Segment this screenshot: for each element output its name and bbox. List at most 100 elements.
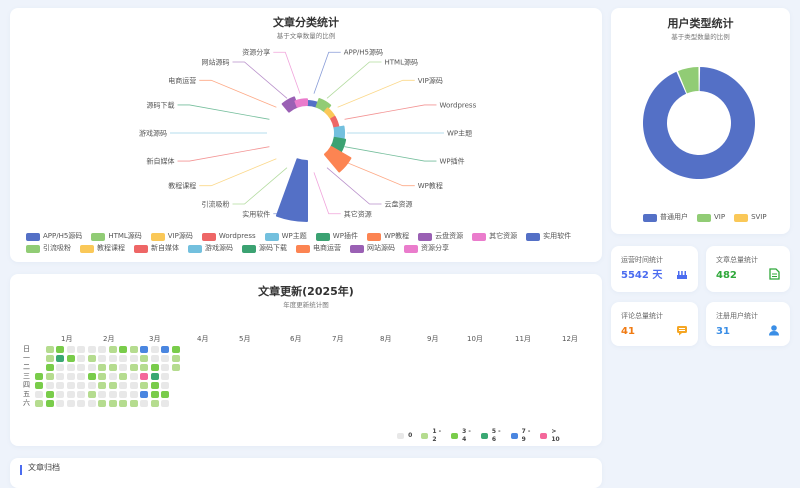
rose-sector[interactable] xyxy=(281,96,299,113)
heatmap-cell[interactable] xyxy=(171,346,180,353)
heatmap-cell[interactable] xyxy=(66,355,75,362)
heatmap-cell[interactable] xyxy=(66,364,75,371)
legend-item[interactable]: 普通用户 xyxy=(643,213,688,222)
legend-item[interactable]: 新自媒体 xyxy=(134,244,179,253)
heatmap-cell[interactable] xyxy=(171,355,180,362)
heatmap-cell[interactable] xyxy=(150,382,159,389)
heatmap-cell[interactable] xyxy=(66,346,75,353)
heatmap-cell[interactable] xyxy=(98,382,106,389)
heatmap-cell[interactable] xyxy=(140,382,148,389)
heatmap-cell[interactable] xyxy=(150,346,159,353)
heatmap-cell[interactable] xyxy=(35,382,43,389)
heatmap-cell[interactable] xyxy=(119,346,127,353)
legend-item[interactable]: 游戏源码 xyxy=(188,244,233,253)
legend-item[interactable]: SVIP xyxy=(734,213,767,222)
heatmap-cell[interactable] xyxy=(87,364,96,371)
heatmap-cell[interactable] xyxy=(129,346,138,353)
heatmap-cell[interactable] xyxy=(150,364,159,371)
heatmap-cell[interactable] xyxy=(108,400,117,407)
heatmap-cell[interactable] xyxy=(161,355,169,362)
rose-sector[interactable] xyxy=(323,146,352,173)
heatmap-cell[interactable] xyxy=(108,373,117,380)
heatmap-cell[interactable] xyxy=(45,382,54,389)
heatmap-cell[interactable] xyxy=(45,400,54,407)
legend-item[interactable]: APP/H5源码 xyxy=(26,232,82,241)
rose-sector[interactable] xyxy=(275,158,308,222)
heatmap-cell[interactable] xyxy=(150,400,159,407)
heatmap-cell[interactable] xyxy=(66,391,75,398)
heatmap-cell[interactable] xyxy=(129,373,138,380)
heatmap-cell[interactable] xyxy=(56,373,64,380)
legend-item[interactable]: 云盘资源 xyxy=(418,232,463,241)
heatmap-cell[interactable] xyxy=(150,391,159,398)
heatmap-cell[interactable] xyxy=(140,346,148,353)
heatmap-cell[interactable] xyxy=(77,355,85,362)
legend-item[interactable]: 电商运营 xyxy=(296,244,341,253)
heatmap-cell[interactable] xyxy=(161,391,169,398)
heatmap-cell[interactable] xyxy=(77,364,85,371)
heatmap-cell[interactable] xyxy=(45,346,54,353)
heatmap-cell[interactable] xyxy=(129,400,138,407)
heatmap-cell[interactable] xyxy=(161,364,169,371)
legend-item[interactable]: VIP源码 xyxy=(150,232,193,241)
heatmap-cell[interactable] xyxy=(150,373,159,380)
legend-item[interactable]: 源码下载 xyxy=(242,244,287,253)
legend-item[interactable]: WP教程 xyxy=(366,232,409,241)
legend-item[interactable]: WP插件 xyxy=(315,232,358,241)
heatmap-cell[interactable] xyxy=(56,346,64,353)
heatmap-cell[interactable] xyxy=(87,373,96,380)
heatmap-cell[interactable] xyxy=(161,400,169,407)
heatmap-cell[interactable] xyxy=(108,382,117,389)
heatmap-cell[interactable] xyxy=(87,355,96,362)
heatmap-cell[interactable] xyxy=(119,391,127,398)
donut-slice[interactable] xyxy=(643,67,755,180)
legend-item[interactable]: 资源分享 xyxy=(404,244,449,253)
heatmap-cell[interactable] xyxy=(45,364,54,371)
legend-item[interactable]: HTML源码 xyxy=(91,232,142,241)
heatmap-cell[interactable] xyxy=(77,346,85,353)
heatmap-cell[interactable] xyxy=(77,400,85,407)
heatmap-cell[interactable] xyxy=(56,382,64,389)
heatmap-cell[interactable] xyxy=(98,400,106,407)
heatmap-cell[interactable] xyxy=(87,346,96,353)
heatmap-cell[interactable] xyxy=(98,364,106,371)
heatmap-cell[interactable] xyxy=(108,391,117,398)
heatmap-cell[interactable] xyxy=(45,391,54,398)
heatmap-cell[interactable] xyxy=(161,382,169,389)
heatmap-cell[interactable] xyxy=(56,400,64,407)
heatmap-cell[interactable] xyxy=(98,391,106,398)
heatmap-cell[interactable] xyxy=(87,382,96,389)
heatmap-cell[interactable] xyxy=(98,373,106,380)
heatmap-cell[interactable] xyxy=(45,373,54,380)
donut-slice[interactable] xyxy=(677,67,699,94)
heatmap-cell[interactable] xyxy=(77,391,85,398)
heatmap-cell[interactable] xyxy=(161,346,169,353)
heatmap-cell[interactable] xyxy=(140,391,148,398)
legend-item[interactable]: 其它资源 xyxy=(472,232,517,241)
heatmap-cell[interactable] xyxy=(171,364,180,371)
heatmap-cell[interactable] xyxy=(66,373,75,380)
legend-item[interactable]: Wordpress xyxy=(201,232,256,241)
heatmap-cell[interactable] xyxy=(161,373,169,380)
heatmap-cell[interactable] xyxy=(35,391,43,398)
legend-item[interactable]: 实用软件 xyxy=(526,232,571,241)
heatmap-cell[interactable] xyxy=(77,373,85,380)
heatmap-cell[interactable] xyxy=(35,373,43,380)
heatmap-cell[interactable] xyxy=(87,391,96,398)
heatmap-cell[interactable] xyxy=(98,346,106,353)
heatmap-cell[interactable] xyxy=(108,364,117,371)
heatmap-cell[interactable] xyxy=(108,355,117,362)
heatmap-cell[interactable] xyxy=(140,355,148,362)
legend-item[interactable]: VIP xyxy=(697,213,725,222)
heatmap-cell[interactable] xyxy=(108,346,117,353)
rose-sector[interactable] xyxy=(330,115,340,130)
heatmap-cell[interactable] xyxy=(87,400,96,407)
heatmap-cell[interactable] xyxy=(129,382,138,389)
heatmap-cell[interactable] xyxy=(98,355,106,362)
heatmap-cell[interactable] xyxy=(140,364,148,371)
heatmap-cell[interactable] xyxy=(66,382,75,389)
heatmap-cell[interactable] xyxy=(66,400,75,407)
heatmap-cell[interactable] xyxy=(119,355,127,362)
heatmap-cell[interactable] xyxy=(56,355,64,362)
heatmap-cell[interactable] xyxy=(119,364,127,371)
